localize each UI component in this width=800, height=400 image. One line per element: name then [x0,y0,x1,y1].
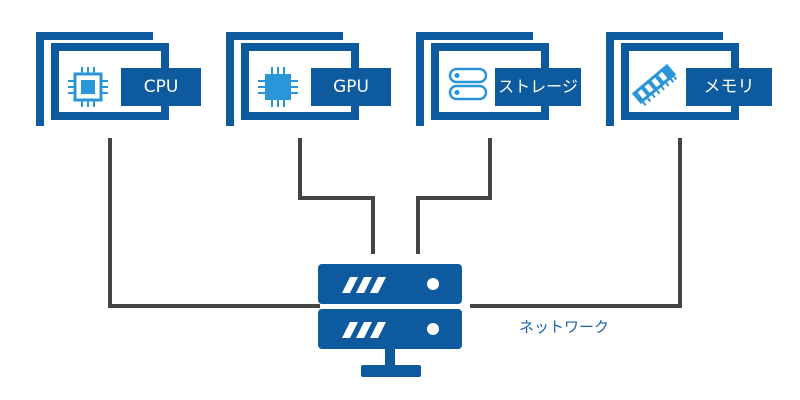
cpu-label: CPU [121,68,201,106]
memory-label: メモリ [686,68,772,106]
card-back-frame [36,32,153,126]
memory-connector [470,138,682,308]
card-back-frame [226,32,343,126]
cpu-chip-icon [68,67,108,107]
card-back-frame [606,32,723,126]
switch-unit-lower [318,309,462,349]
gpu-connector [298,138,375,254]
connector-lines [108,138,682,308]
cpu-connector [108,138,320,308]
gpu-chip-icon [258,67,298,107]
network-label: ネットワーク [519,318,610,336]
switch-stripes [342,277,386,338]
card-back-frame [416,32,533,126]
network-switch-icon [318,264,462,377]
switch-unit-upper [318,264,462,304]
cpu-card [36,32,169,126]
storage-drive-icon [448,67,488,101]
memory-module-icon [631,63,678,106]
storage-label: ストレージ [495,68,581,106]
switch-base [361,365,421,377]
status-light-lower [427,323,439,335]
status-light-upper [427,278,439,290]
gpu-label: GPU [311,68,391,106]
storage-connector [416,138,492,254]
switch-stand [385,349,395,366]
